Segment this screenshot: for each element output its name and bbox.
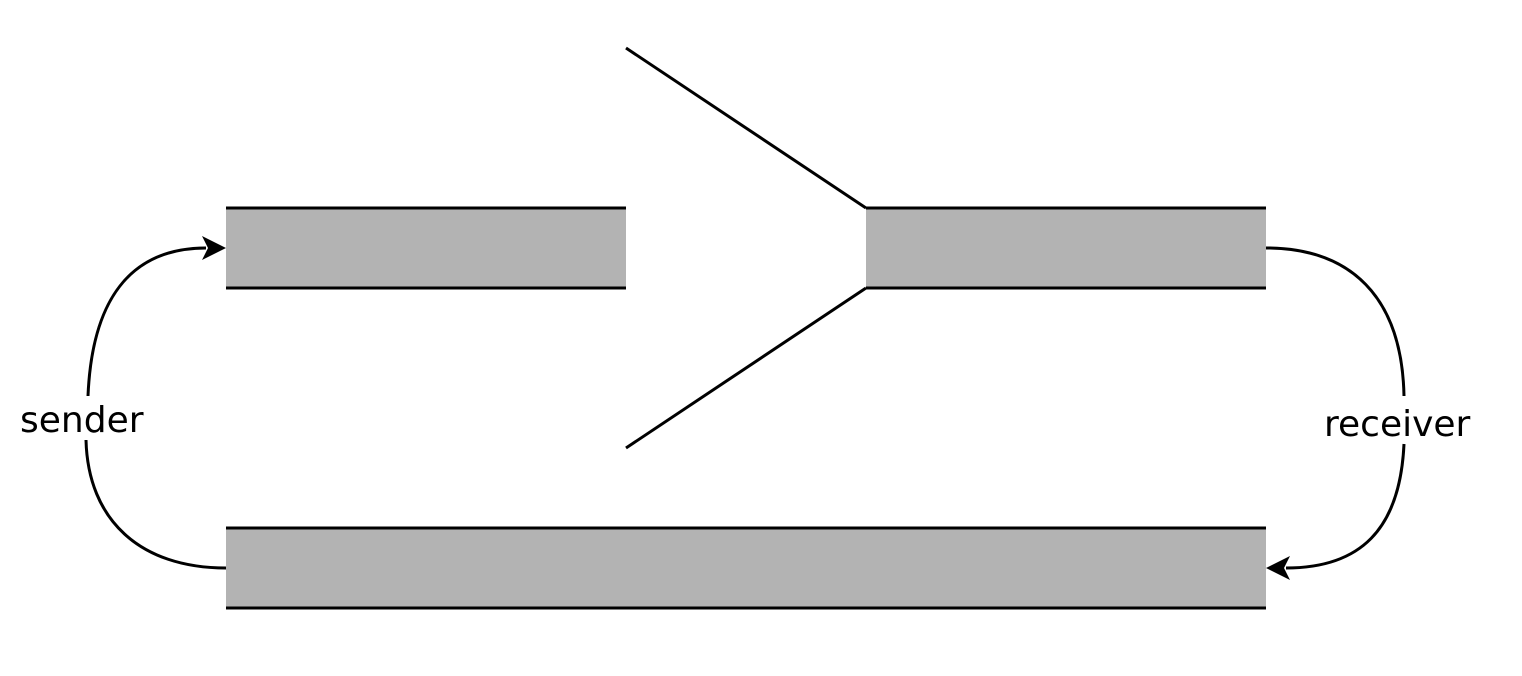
sender-loop-arrow — [84, 246, 227, 570]
bottom-bar-fill — [226, 528, 1266, 608]
receiver-arrowhead-icon — [1266, 556, 1290, 580]
funnel-lower-line — [625, 286, 867, 450]
top-left-bar-fill — [226, 208, 626, 288]
sender-arrowhead-icon — [202, 236, 226, 260]
sender-label: sender — [20, 400, 144, 441]
top-right-bar — [866, 206, 1266, 290]
receiver-loop-arrow — [1265, 246, 1406, 570]
funnel-upper-line — [625, 46, 867, 210]
top-left-bar — [226, 206, 626, 290]
bottom-bar — [226, 526, 1266, 610]
receiver-label: receiver — [1324, 404, 1471, 445]
top-right-bar-fill — [866, 208, 1266, 288]
